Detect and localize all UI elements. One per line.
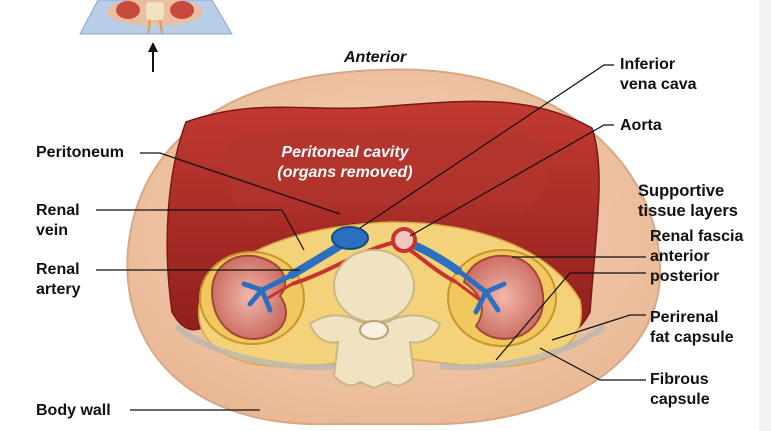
peritoneum-label: Peritoneum	[36, 144, 125, 161]
supportive-line-2: tissue layers	[638, 202, 738, 220]
aorta-label: Aorta	[620, 117, 662, 134]
fibrous-line-1: Fibrous	[650, 371, 709, 388]
right-kidney	[447, 249, 557, 347]
vertebra	[308, 249, 442, 390]
left-kidney	[199, 251, 305, 345]
cavity-line-1: Peritoneal cavity	[281, 144, 409, 161]
perirenal-line-1: Perirenal	[650, 309, 719, 326]
renal-artery-line-2: artery	[36, 281, 81, 298]
anterior-label: Anterior	[344, 49, 407, 66]
inset-thumbnail	[79, 0, 233, 35]
fibrous-capsule-label: Fibrous capsule	[650, 370, 710, 410]
supportive-tissue-heading: Supportive tissue layers	[638, 181, 738, 221]
renal-fascia-label: Renal fascia anterior posterior	[650, 227, 743, 287]
renal-vein-line-1: Renal	[36, 202, 80, 219]
renal-artery-label: Renal artery	[36, 260, 80, 300]
inferior-vena-cava-shape	[331, 226, 369, 250]
cavity-line-2: (organs removed)	[277, 164, 413, 181]
supportive-line-1: Supportive	[638, 182, 725, 200]
leader-lines	[96, 64, 646, 411]
inferior-vena-cava-label: Inferior vena cava	[620, 55, 697, 95]
perirenal-fat-label: Perirenal fat capsule	[650, 308, 734, 348]
renal-vein-line-2: vein	[36, 222, 69, 239]
perirenal-line-2: fat capsule	[650, 329, 734, 346]
body-wall-label: Body wall	[36, 402, 111, 419]
renal-fascia-line-1: Renal fascia	[650, 228, 744, 245]
peritoneal-cavity-label: Peritoneal cavity (organs removed)	[250, 143, 440, 183]
down-arrow-icon	[148, 42, 158, 72]
renal-artery-line-1: Renal	[36, 261, 80, 278]
fibrous-line-2: capsule	[650, 391, 710, 408]
ivc-line-1: Inferior	[620, 56, 676, 73]
renal-vein-label: Renal vein	[36, 201, 80, 241]
renal-fascia-posterior: posterior	[650, 268, 720, 285]
renal-fascia-anterior: anterior	[650, 248, 710, 265]
vertical-scrollbar[interactable]	[759, 0, 771, 431]
aorta-shape	[391, 227, 417, 253]
ivc-line-2: vena cava	[620, 76, 697, 93]
peritoneal-cavity	[227, 127, 549, 220]
